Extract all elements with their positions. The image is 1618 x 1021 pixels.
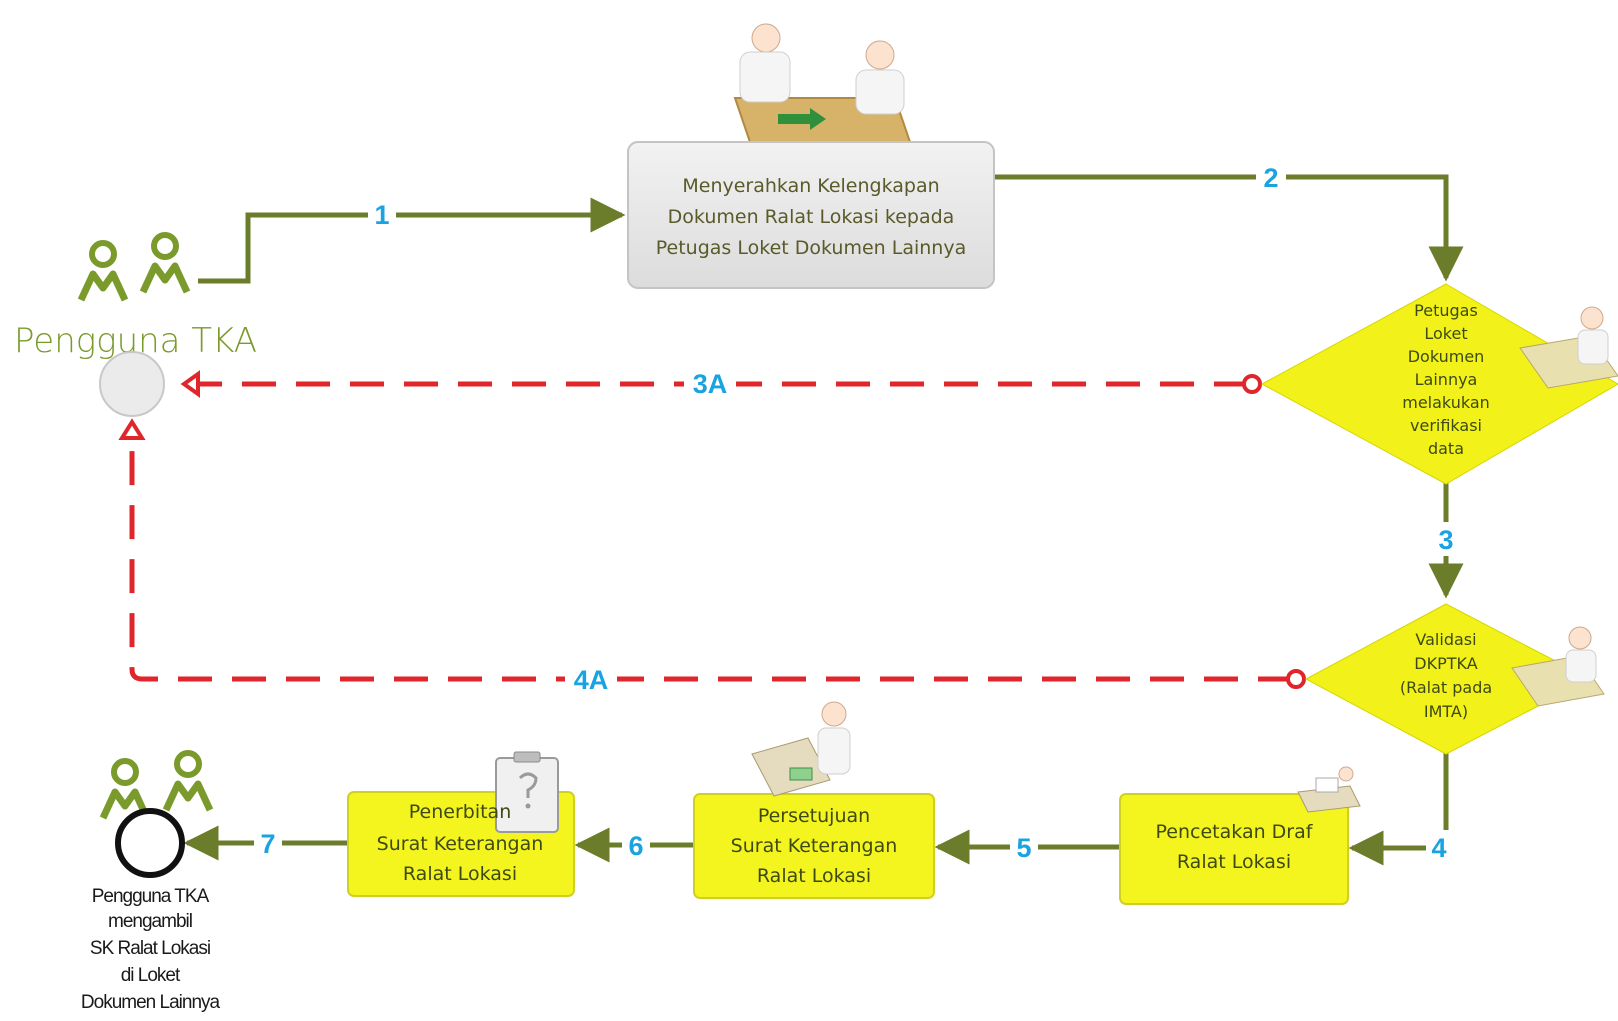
- verification-line-7: data: [1428, 439, 1464, 458]
- officer-desk-icon: [1519, 306, 1618, 389]
- return-arrowhead-3a: [180, 370, 200, 398]
- end-label-line-5: Dokumen Lainnya: [81, 992, 221, 1013]
- issuance-line-3: Ralat Lokasi: [403, 863, 517, 885]
- validation-decision: [1304, 603, 1592, 755]
- validation-line-2: DKPTKA: [1414, 654, 1477, 673]
- validation-line-1: Validasi: [1415, 630, 1476, 649]
- print-draft-line-1: Pencetakan Draf: [1156, 821, 1314, 843]
- step-4a-label: 4A: [574, 665, 609, 695]
- validation-line-3: (Ralat pada: [1400, 678, 1492, 697]
- approval-line-1: Persetujuan: [758, 805, 870, 827]
- verification-line-4: Lainnya: [1415, 370, 1478, 389]
- users-group-icon: [81, 235, 187, 300]
- approval-box: [693, 793, 935, 899]
- submit-box-line-1: Menyerahkan Kelengkapan: [682, 175, 939, 197]
- document-clipboard-icon: [495, 751, 559, 833]
- verification-line-5: melakukan: [1402, 393, 1490, 412]
- flow-line-2: [992, 174, 1464, 282]
- return-arrowhead-4a: [118, 418, 146, 440]
- officer-desk-icon-3: [751, 701, 851, 797]
- end-label-line-3: SK Ralat Lokasi: [90, 938, 210, 959]
- end-label-line-1: Pengguna TKA: [92, 886, 210, 907]
- verification-line-2: Loket: [1424, 324, 1467, 343]
- verification-line-1: Petugas: [1414, 301, 1478, 320]
- end-label-line-2: mengambil: [108, 911, 192, 932]
- printer-icon: [1297, 766, 1361, 813]
- users-group-icon-end: [103, 753, 210, 818]
- step-1-label: 1: [374, 200, 389, 230]
- submit-box-line-3: Petugas Loket Dokumen Lainnya: [656, 237, 966, 259]
- step-6-label: 6: [628, 831, 643, 861]
- end-node: [115, 808, 185, 878]
- print-draft-line-2: Ralat Lokasi: [1177, 851, 1291, 873]
- validation-line-4: IMTA): [1424, 702, 1468, 721]
- step-2-label: 2: [1263, 163, 1278, 193]
- start-node: [99, 351, 165, 417]
- end-label-line-4: di Loket: [121, 965, 181, 986]
- step-5-label: 5: [1016, 833, 1031, 863]
- verification-line-3: Dokumen: [1408, 347, 1485, 366]
- return-origin-4a: [1286, 669, 1306, 689]
- officer-desk-icon-2: [1511, 626, 1605, 707]
- approval-line-2: Surat Keterangan: [731, 835, 898, 857]
- return-origin-3a: [1242, 374, 1262, 394]
- approval-line-3: Ralat Lokasi: [757, 865, 871, 887]
- print-draft-box: [1119, 793, 1349, 905]
- step-7-label: 7: [260, 829, 275, 859]
- return-line-4a: [129, 430, 1292, 682]
- issuance-line-2: Surat Keterangan: [377, 833, 544, 855]
- step-3-label: 3: [1438, 525, 1453, 555]
- meeting-desk-icon: [733, 23, 914, 149]
- step-3a-label: 3A: [693, 369, 728, 399]
- submit-box-line-2: Dokumen Ralat Lokasi kepada: [668, 206, 955, 228]
- flow-line-1: [198, 197, 626, 284]
- issuance-line-1: Penerbitan: [409, 801, 512, 823]
- verification-line-6: verifikasi: [1410, 416, 1482, 435]
- submit-box: [627, 141, 995, 289]
- step-4-label: 4: [1431, 833, 1446, 863]
